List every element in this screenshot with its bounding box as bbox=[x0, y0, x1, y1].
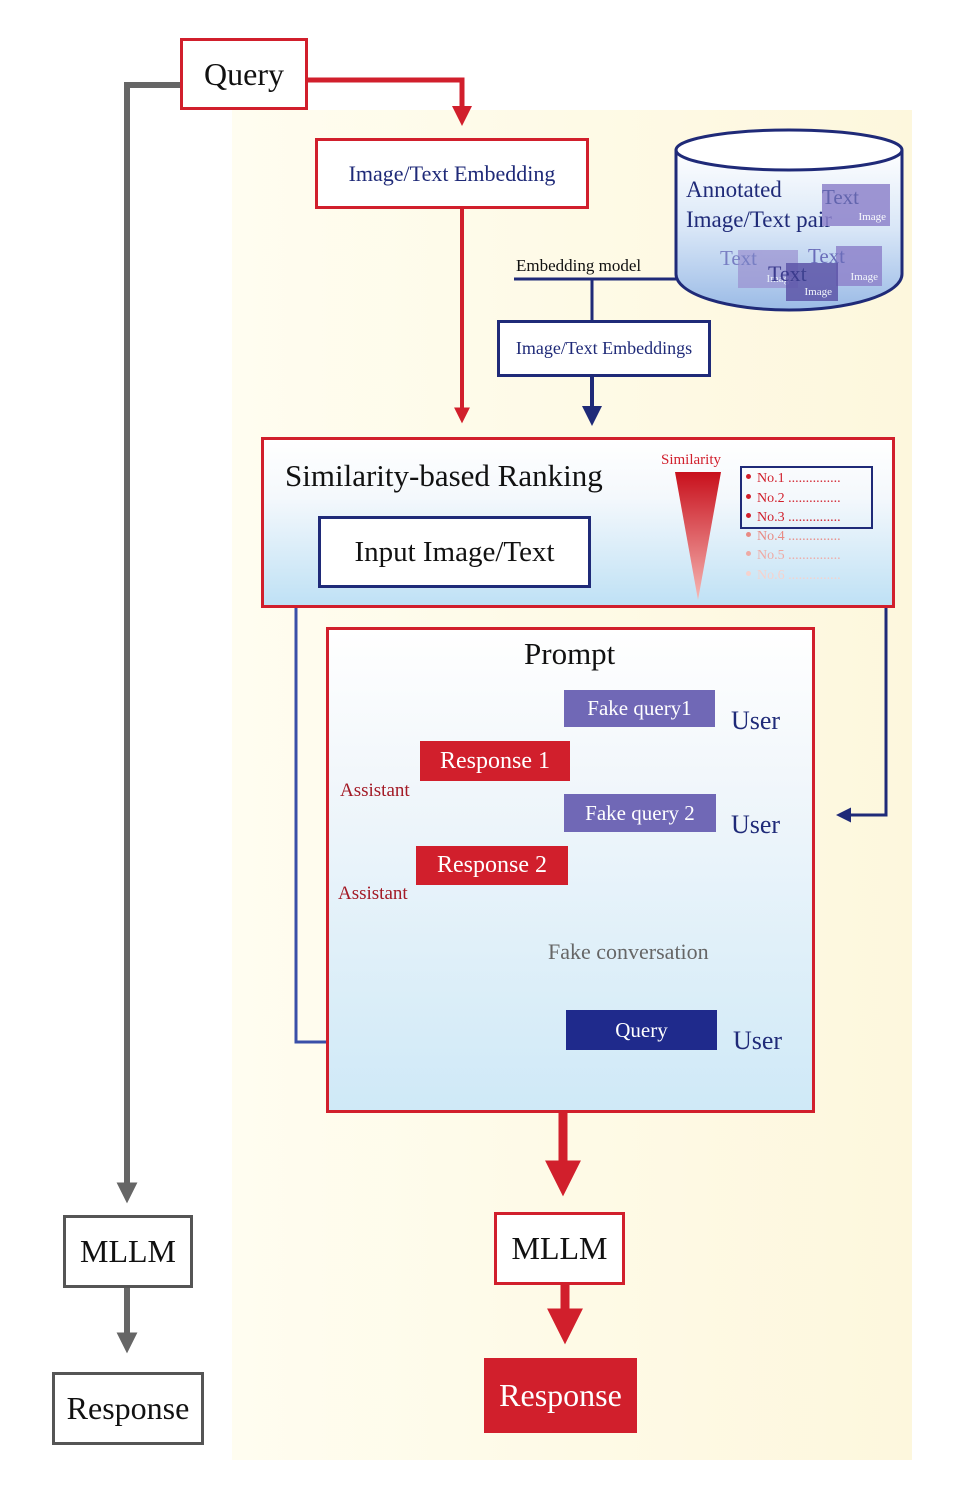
db-pair-3-text: Text bbox=[808, 244, 846, 268]
input-box: Input Image/Text bbox=[318, 516, 591, 588]
rank-bullet bbox=[746, 474, 751, 480]
rank-item-2-label: No.2 ............... bbox=[757, 491, 841, 506]
database-label-2: Image/Text pair bbox=[686, 207, 832, 232]
prompt-query-label: Query bbox=[615, 1017, 668, 1042]
fake-query-2-label: Fake query 2 bbox=[585, 800, 695, 825]
fake-query-1-chip: Fake query1 bbox=[564, 690, 715, 727]
db-pair-2-text: Text bbox=[720, 246, 758, 270]
db-embeddings-label: Image/Text Embeddings bbox=[515, 338, 693, 358]
query-label: Query bbox=[204, 55, 284, 92]
rank-item-6: No.6 ............... bbox=[746, 569, 841, 583]
response-box-left: Response bbox=[52, 1372, 204, 1445]
mllm-label-right: MLLM bbox=[511, 1230, 608, 1266]
mllm-box-right: MLLM bbox=[494, 1212, 625, 1285]
rank-item-2: No.2 ............... bbox=[746, 492, 841, 506]
top3-highlight-box bbox=[740, 466, 873, 529]
rank-item-5-label: No.5 ............... bbox=[757, 548, 841, 563]
rank-item-3-label: No.3 ............... bbox=[757, 510, 841, 525]
input-label: Input Image/Text bbox=[354, 535, 555, 568]
rank-bullet bbox=[746, 494, 751, 500]
ranking-title: Similarity-based Ranking bbox=[285, 458, 603, 493]
response-label-left: Response bbox=[66, 1390, 190, 1426]
db-pair-4: Text Image bbox=[768, 263, 838, 301]
rank-bullet bbox=[746, 532, 751, 538]
response-box-right: Response bbox=[484, 1358, 637, 1433]
query-embedding-box: Image/Text Embedding bbox=[315, 138, 589, 209]
rank-item-1: No.1 ............... bbox=[746, 472, 841, 486]
rank-item-1-label: No.1 ............... bbox=[757, 471, 841, 486]
similarity-triangle bbox=[675, 472, 721, 600]
rank-item-3: No.3 ............... bbox=[746, 511, 841, 525]
similarity-triangle-shape bbox=[675, 472, 721, 600]
db-embeddings-box: Image/Text Embeddings bbox=[497, 320, 711, 377]
db-pair-2-image: Image bbox=[766, 273, 794, 285]
db-pair-3-image: Image bbox=[850, 271, 878, 283]
assistant-label-2: Assistant bbox=[338, 883, 408, 904]
rank-item-4-label: No.4 ............... bbox=[757, 529, 841, 544]
user-label-1: User bbox=[731, 706, 781, 735]
assistant-label-1: Assistant bbox=[340, 780, 410, 801]
prompt-title: Prompt bbox=[524, 636, 616, 671]
database-label-1: Annotated bbox=[686, 177, 782, 202]
rank-item-6-label: No.6 ............... bbox=[757, 568, 841, 583]
response-label-right: Response bbox=[499, 1377, 622, 1413]
user-label-2: User bbox=[731, 810, 781, 839]
response-2-label: Response 2 bbox=[437, 852, 547, 878]
response-1-label: Response 1 bbox=[440, 747, 550, 774]
fake-conversation-label: Fake conversation bbox=[548, 939, 709, 964]
rank-bullet bbox=[746, 513, 751, 519]
db-pair-4-text: Text bbox=[768, 261, 807, 286]
fake-query-2-chip: Fake query 2 bbox=[564, 794, 716, 832]
response-1-chip: Response 1 bbox=[420, 741, 570, 781]
rank-bullet bbox=[746, 551, 751, 557]
db-pair-1-image: Image bbox=[858, 211, 886, 223]
query-box: Query bbox=[180, 38, 308, 110]
mllm-label-left: MLLM bbox=[80, 1233, 176, 1269]
db-pair-3: Text Image bbox=[808, 246, 882, 286]
fake-query-1-label: Fake query1 bbox=[587, 696, 692, 720]
db-pair-1-text: Text bbox=[822, 185, 860, 209]
prompt-query-chip: Query bbox=[566, 1010, 717, 1050]
response-2-chip: Response 2 bbox=[416, 846, 568, 885]
db-pair-4-image: Image bbox=[804, 286, 832, 298]
user-label-3: User bbox=[733, 1026, 783, 1055]
direct-query-arrow bbox=[116, 82, 180, 1204]
rank-item-5: No.5 ............... bbox=[746, 549, 841, 563]
embedding-model-label: Embedding model bbox=[516, 256, 642, 275]
rank-bullet bbox=[746, 571, 751, 577]
similarity-label: Similarity bbox=[661, 452, 721, 468]
query-to-embedding-arrow bbox=[308, 77, 472, 126]
db-pair-1: Text Image bbox=[822, 184, 890, 226]
rank-item-4: No.4 ............... bbox=[746, 530, 841, 544]
query-embedding-label: Image/Text Embedding bbox=[348, 160, 556, 186]
mllm-box-left: MLLM bbox=[63, 1215, 193, 1288]
